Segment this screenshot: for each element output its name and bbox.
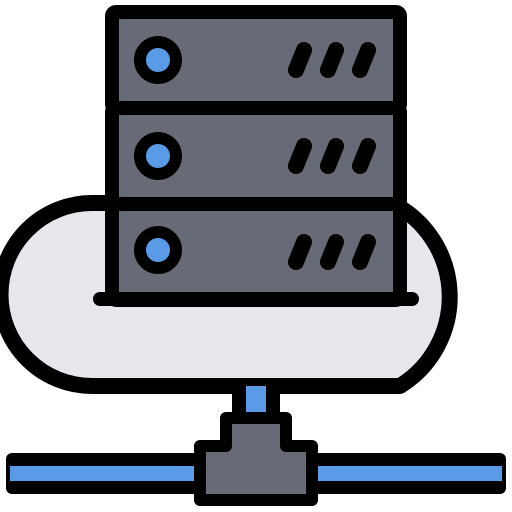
slash-indicators-3 [288,234,376,270]
slash-indicators-1 [288,42,376,78]
network-connector-icon [194,412,318,506]
led-indicator-1 [134,36,182,84]
led-indicator-2 [134,132,182,180]
slash-indicators-2 [288,138,376,174]
server-rack-icon [93,5,419,307]
cable-right-blue [310,466,502,481]
led-indicator-3 [134,226,182,274]
cable-left-blue [10,466,202,481]
